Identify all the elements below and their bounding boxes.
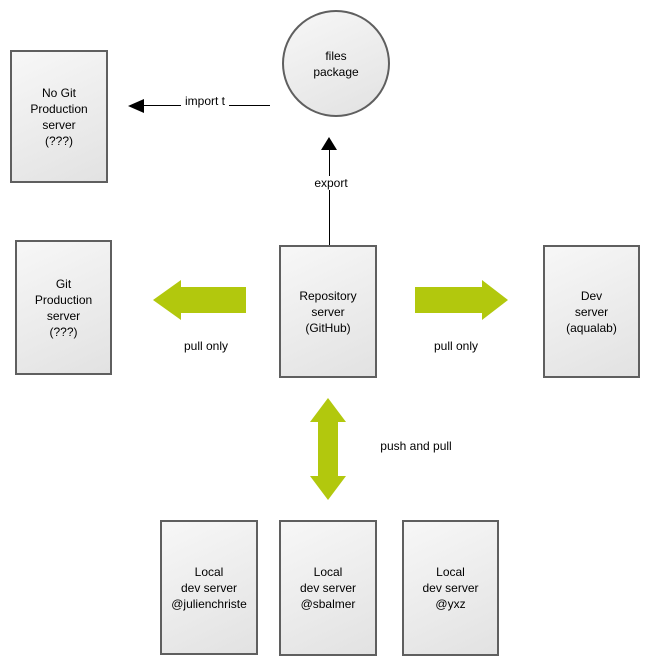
push-and-pull-label: push and pull (380, 439, 452, 453)
node-label-line: (GitHub) (305, 320, 351, 335)
node-label-line: Local (194, 564, 224, 579)
node-label-line: No Git (41, 85, 76, 100)
node-label-line: (???) (44, 133, 73, 148)
node-label-line: dev server (180, 580, 238, 595)
node-label-line: (???) (49, 324, 78, 339)
node-label-line: @yxz (435, 597, 466, 611)
node-label-line: Git (55, 276, 72, 291)
node-label-line: server (574, 304, 609, 319)
node-label-line: @sbalmer (300, 597, 356, 611)
node-files-package: files package (282, 10, 390, 117)
export-edge-label: export (310, 176, 352, 190)
node-label-line: @julienchriste (171, 596, 247, 611)
pull-arrow-right-head-icon (482, 280, 508, 320)
node-label-line: Production (30, 101, 88, 116)
import-edge-label: import t (180, 94, 230, 108)
arrowhead-up-icon (321, 137, 337, 150)
node-label-line: (aqualab) (566, 320, 617, 335)
push-pull-arrow-body (318, 420, 338, 478)
push-pull-arrow-down-head-icon (310, 476, 346, 500)
node-no-git-production-server: No Git Production server (???) (10, 50, 108, 183)
node-label-line: package (313, 64, 359, 79)
node-label-line: dev server (422, 581, 479, 595)
node-local-dev-server-sbalmer: Local dev server @sbalmer (279, 520, 377, 656)
push-pull-arrow-up-head-icon (310, 398, 346, 422)
pull-arrow-left-head-icon (153, 280, 181, 320)
export-arrow-line (329, 149, 330, 245)
pull-arrow-right-body (415, 287, 483, 313)
node-label-line: dev server (299, 581, 357, 595)
node-label-line: files (325, 48, 347, 63)
node-repository-server: Repository server (GitHub) (279, 245, 377, 378)
node-dev-server: Dev server (aqualab) (543, 245, 640, 378)
pull-only-right-label: pull only (433, 339, 479, 353)
node-label-line: server (42, 117, 76, 132)
node-git-production-server: Git Production server (???) (15, 240, 112, 375)
node-label-line: Production (34, 292, 93, 307)
node-local-dev-server-yxz: Local dev server @yxz (402, 520, 499, 656)
node-label-line: Repository (299, 288, 357, 303)
node-label-line: server (46, 308, 81, 323)
node-label-line: Local (436, 565, 465, 579)
arrowhead-left-icon (128, 99, 144, 113)
pull-only-left-label: pull only (183, 339, 229, 353)
node-local-dev-server-julienchriste: Local dev server @julienchriste (160, 520, 258, 655)
pull-arrow-left-body (180, 287, 246, 313)
node-label-line: server (311, 304, 345, 319)
node-label-line: Local (313, 565, 343, 579)
node-label-line: Dev (580, 288, 603, 303)
